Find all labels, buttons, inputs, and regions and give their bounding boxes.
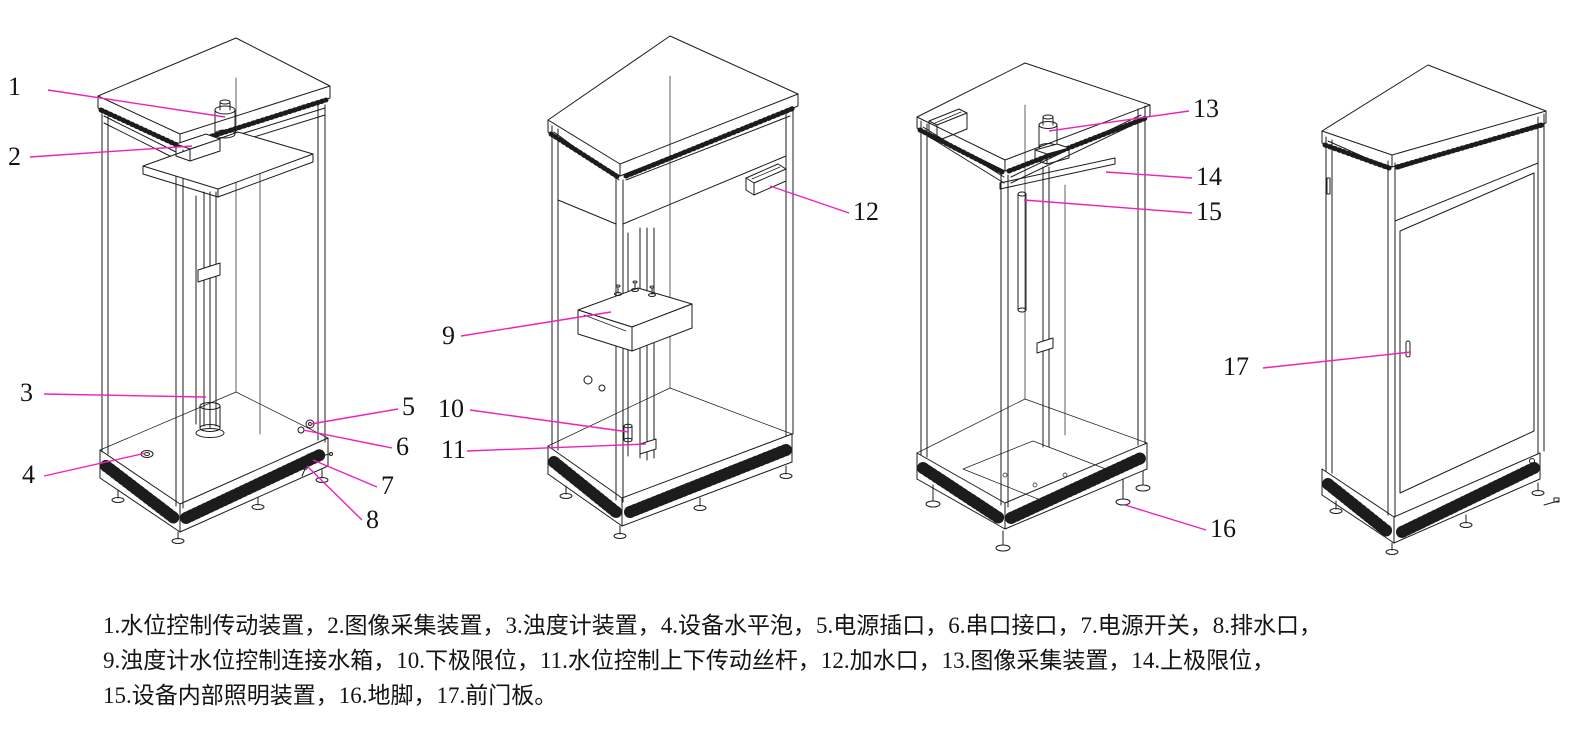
callout-14: 14: [1196, 162, 1222, 191]
callout-10: 10: [438, 394, 464, 423]
callout-11: 11: [441, 435, 467, 464]
callout-8: 8: [366, 505, 379, 534]
callout-15: 15: [1196, 197, 1222, 226]
drive-rods: [1036, 166, 1054, 448]
callout-5: 5: [402, 392, 415, 421]
cabinet2-top-panel: [557, 155, 787, 225]
callout-3: 3: [20, 378, 33, 407]
callout-6: 6: [396, 432, 409, 461]
callout-12: 12: [853, 197, 879, 226]
cabinet3-lid: [916, 62, 1151, 175]
cabinet2-base: [547, 387, 793, 527]
cabinet4-lid: [1321, 64, 1547, 171]
cabinet1-base: [99, 391, 329, 533]
power-socket-port: [305, 419, 315, 429]
turbidity-meter-rods: [195, 191, 225, 438]
callout-13: 13: [1193, 94, 1219, 123]
figure-caption: 1.水位控制传动装置，2.图像采集装置，3.浊度计装置，4.设备水平泡，5.电源…: [103, 608, 1322, 713]
upper-limit-shelf: [999, 157, 1116, 190]
caption-line-2: 9.浊度计水位控制连接水箱，10.下极限位，11.水位控制上下传动丝杆，12.加…: [103, 648, 1276, 673]
camera-assembly: [1034, 114, 1070, 165]
serial-port: [297, 426, 305, 434]
cabinet4-base: [1321, 452, 1541, 544]
callout-17: 17: [1223, 352, 1249, 381]
leveling-feet: [925, 470, 1151, 552]
side-bracket: [928, 108, 968, 142]
cabinet-drawing-3: [916, 62, 1151, 552]
cabinet4-frame: [1325, 113, 1545, 518]
side-fittings: [583, 375, 606, 392]
water-inlet-handle: [745, 163, 787, 196]
leveling-feet: [1329, 482, 1545, 555]
leveling-feet: [559, 465, 793, 539]
callout-4: 4: [22, 460, 35, 489]
cabinet-drawing-1: [97, 37, 333, 544]
water-tank: [577, 280, 693, 352]
callout-9: 9: [442, 321, 455, 350]
cabinet-drawing-2: [547, 35, 799, 539]
cabinet1-lid: [97, 37, 331, 148]
level-bubble: [140, 450, 154, 458]
cabinet-drawing-4: [1321, 64, 1560, 555]
door-handle: [1405, 340, 1411, 358]
cabinet3-frame: [920, 104, 1146, 508]
callout-2: 2: [8, 142, 21, 171]
callout-16: 16: [1210, 514, 1236, 543]
caption-line-1: 1.水位控制传动装置，2.图像采集装置，3.浊度计装置，4.设备水平泡，5.电源…: [103, 613, 1322, 638]
cabinet3-base: [916, 398, 1148, 530]
front-door-panel: [1394, 162, 1539, 494]
side-vent-slot: [1326, 177, 1331, 195]
caption-line-3: 15.设备内部照明装置，16.地脚，17.前门板。: [103, 683, 558, 708]
callout-7: 7: [381, 471, 394, 500]
callout-1: 1: [8, 72, 21, 101]
cabinet2-frame: [551, 75, 794, 503]
cabinet2-lid: [547, 35, 799, 180]
